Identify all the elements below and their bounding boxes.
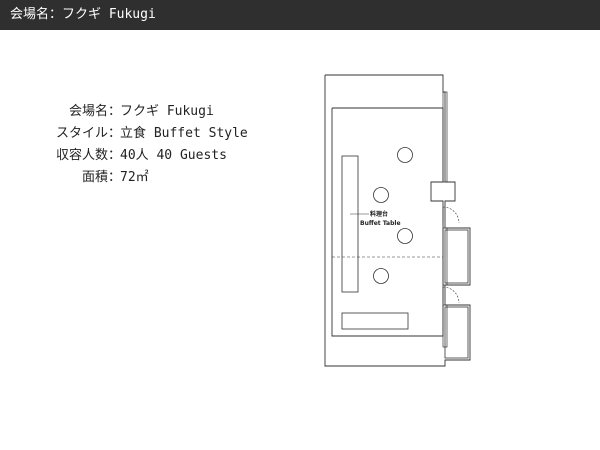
info-value: 立食 Buffet Style [120, 126, 248, 141]
round-table [397, 228, 413, 244]
info-value: 72㎡ [120, 170, 149, 185]
pillar-box-middle [444, 229, 469, 284]
info-row-capacity: 収容人数 ： 40人 40 Guests [40, 145, 250, 167]
info-label: スタイル [55, 126, 108, 141]
info-value: 40人 40 Guests [120, 148, 227, 163]
info-value: フクギ Fukugi [120, 104, 214, 119]
round-table [373, 268, 389, 284]
info-row-area: 面積 ： 72㎡ [40, 167, 250, 189]
door-swing-upper [442, 206, 460, 224]
info-label: 収容人数 [55, 148, 108, 163]
page-title: 会場名：フクギ Fukugi [10, 7, 156, 22]
info-separator: ： [108, 126, 122, 141]
info-row-style: スタイル ： 立食 Buffet Style [40, 123, 250, 145]
info-separator: ： [108, 104, 122, 119]
round-table [373, 187, 389, 203]
info-separator: ： [108, 170, 122, 185]
counter [341, 312, 409, 330]
door-swing-lower [442, 286, 460, 304]
buffet-table [341, 155, 359, 293]
title-bar: 会場名：フクギ Fukugi [0, 0, 600, 30]
info-separator: ： [108, 148, 122, 163]
window-top [442, 91, 448, 183]
info-row-venue: 会場名 ： フクギ Fukugi [40, 101, 250, 123]
pillar-box-bottom [444, 306, 469, 359]
round-table [397, 147, 413, 163]
window-middle [442, 227, 448, 286]
venue-info: 会場名 ： フクギ Fukugi スタイル ： 立食 Buffet Style … [40, 101, 250, 189]
info-label: 会場名 [68, 104, 108, 119]
buffet-table-label-en: Buffet Table [360, 220, 401, 227]
info-label: 面積 [81, 170, 108, 185]
buffet-table-label-jp: 料理台 [370, 210, 388, 218]
floor-plan: 料理台 Buffet Table [324, 74, 471, 367]
